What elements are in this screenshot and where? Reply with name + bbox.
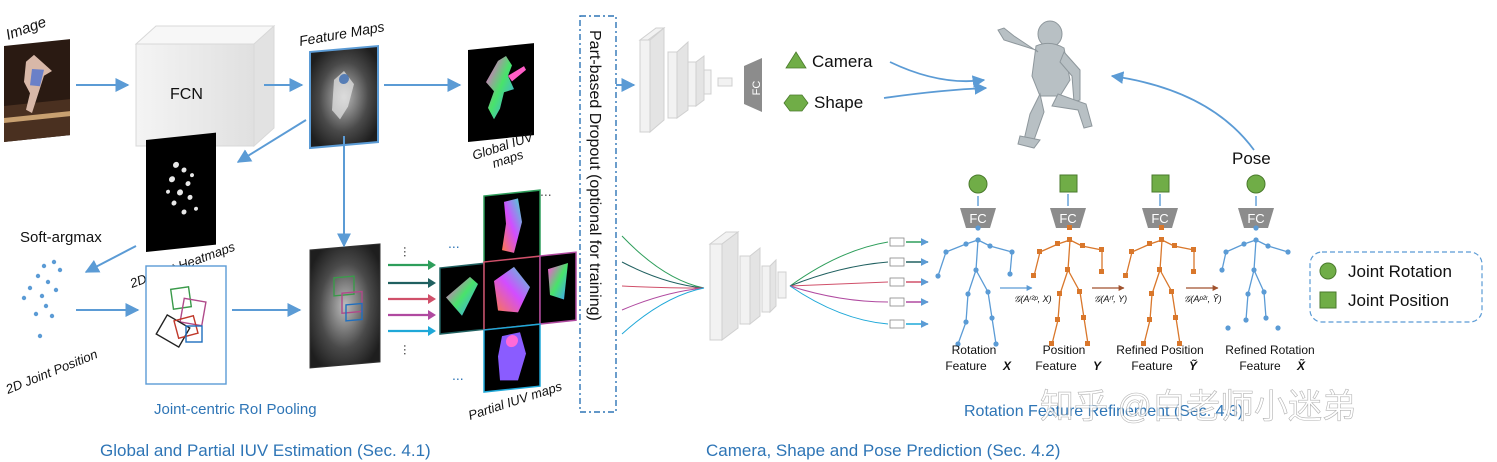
- caption-4-sym: X̃: [1296, 358, 1306, 373]
- vdots-roi-bottom: ...: [401, 344, 417, 356]
- slot-arrows: [906, 238, 929, 328]
- left-arrows: [76, 78, 462, 317]
- caption-2-line1: Position: [1043, 343, 1086, 357]
- caption-2-sym: Y: [1093, 359, 1102, 373]
- shape-icon: [783, 94, 809, 112]
- dropout-box: [579, 15, 617, 413]
- caption-2-line2: Feature: [1035, 359, 1077, 373]
- soft-argmax-label: Soft-argmax: [20, 229, 102, 246]
- dots-partial-bl: ...: [452, 367, 464, 383]
- watermark: 知乎 @白老师小迷弟: [1040, 388, 1356, 426]
- fc-label-3: FC: [1151, 211, 1168, 226]
- top-fc-block: [744, 58, 762, 112]
- roi-pooling-label: Joint-centric RoI Pooling: [154, 401, 317, 418]
- feature-maps-label: Feature Maps: [298, 18, 386, 49]
- stage-refined-position: [1123, 174, 1196, 346]
- image-label: Image: [4, 14, 49, 44]
- legend-position-label: Joint Position: [1348, 291, 1449, 310]
- stage-rotation-x: [935, 174, 1015, 347]
- stage-position-y: [1031, 174, 1104, 346]
- dots-partial-tr: ...: [540, 183, 552, 199]
- op-label-2: 𝒢(Aʳᶠ, Y): [1094, 294, 1127, 304]
- caption-3-line1: Refined Position: [1116, 343, 1203, 357]
- lower-cnn: [708, 231, 787, 341]
- fcn-label: FCN: [170, 86, 203, 103]
- global-iuv-map: [468, 43, 534, 142]
- upper-cnn: [638, 26, 733, 134]
- caption-1-line2: Feature: [945, 359, 987, 373]
- joint-heatmaps-image: [146, 132, 216, 252]
- fc-label-4: FC: [1247, 211, 1264, 226]
- vdots-roi-top: ...: [401, 246, 417, 258]
- shape-to-mesh-arrow: [883, 82, 988, 99]
- fan-in-lines: [621, 235, 705, 335]
- right-section-title: Camera, Shape and Pose Prediction (Sec. …: [706, 441, 1060, 460]
- fan-out-lines: [789, 241, 889, 325]
- camera-to-mesh-arrow: [889, 61, 986, 88]
- caption-4-line2: Feature: [1239, 359, 1281, 373]
- left-section-title: Global and Partial IUV Estimation (Sec. …: [100, 441, 431, 460]
- partial-arrows: [388, 260, 436, 336]
- shape-label: Shape: [814, 93, 863, 112]
- caption-1-line1: Rotation: [952, 343, 997, 357]
- pose-label: Pose: [1232, 149, 1271, 168]
- mesh-figure: [997, 20, 1093, 149]
- roi-pooling-box: [145, 265, 227, 385]
- dropout-label: Part-based Dropout (optional for trainin…: [586, 30, 603, 321]
- op-label-3: 𝒢(Aᵖ²ʳ, Ỹ): [1184, 294, 1222, 304]
- legend-rotation-label: Joint Rotation: [1348, 262, 1452, 281]
- partial-iuv-maps: [439, 189, 577, 393]
- stage-captions: Rotation Feature X Position Feature Y Re…: [945, 343, 1314, 373]
- input-image: [4, 39, 70, 142]
- joint-position-label: 2D Joint Position: [3, 346, 100, 397]
- op-label-1: 𝒢(Aʳ²ᵖ, X): [1014, 294, 1052, 304]
- pooled-feature-map: [309, 243, 381, 369]
- legend-rotation-icon: [1319, 262, 1337, 280]
- fc-label-1: FC: [969, 211, 986, 226]
- fcn-block: [134, 24, 276, 148]
- feature-maps-image: [309, 44, 379, 150]
- caption-4-line1: Refined Rotation: [1225, 343, 1314, 357]
- stage-refined-rotation: [1219, 174, 1291, 331]
- caption-3-sym: Ỹ: [1189, 358, 1198, 373]
- caption-3-line2: Feature: [1131, 359, 1173, 373]
- joint-position-dots: [21, 259, 63, 339]
- legend: Joint Rotation Joint Position: [1309, 251, 1483, 323]
- caption-1-sym: X: [1002, 359, 1012, 373]
- top-fc-label: FC: [751, 81, 763, 96]
- legend-position-icon: [1319, 291, 1337, 309]
- camera-label: Camera: [812, 52, 873, 71]
- dots-partial-tl: ...: [448, 235, 460, 251]
- feature-slots: [889, 237, 905, 329]
- pose-to-mesh-arrow: [1110, 71, 1255, 151]
- refinement-label: Rotation Feature Refinement (Sec. 4.3): [964, 403, 1243, 420]
- camera-icon: [785, 51, 807, 69]
- fc-label-2: FC: [1059, 211, 1076, 226]
